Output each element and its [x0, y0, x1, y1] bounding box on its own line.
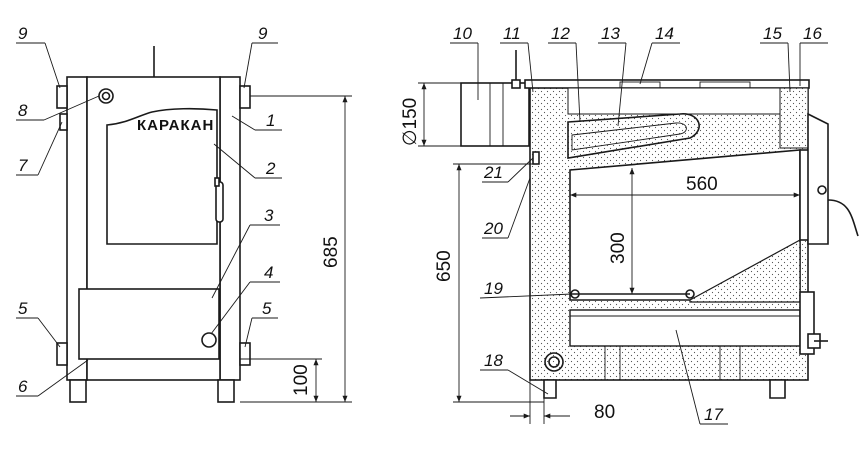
- right-leg-side: [769, 379, 786, 399]
- label-6: 6: [18, 377, 28, 396]
- label-5-right: 5: [262, 299, 272, 318]
- label-9-right: 9: [258, 24, 268, 43]
- label-11: 11: [503, 24, 521, 43]
- brand-logo: КАРАКАН: [137, 117, 214, 134]
- air-damper-icon: [201, 332, 217, 348]
- top-cover: [524, 79, 810, 89]
- upper-door-panel: [807, 112, 829, 245]
- dimension-80-text: 80: [594, 402, 615, 423]
- label-17: 17: [704, 405, 723, 424]
- label-7: 7: [18, 156, 28, 175]
- label-8: 8: [18, 101, 28, 120]
- label-18: 18: [484, 351, 503, 370]
- label-13: 13: [601, 24, 620, 43]
- left-bottom-nozzle: [56, 342, 68, 366]
- left-small-nozzle: [59, 113, 68, 131]
- front-view: КАРАКАН 9 8 7 9 1 2: [16, 24, 352, 403]
- label-2: 2: [265, 159, 276, 178]
- ash-pan: [569, 309, 801, 347]
- side-leaders: [450, 42, 828, 425]
- return-nozzle-icon: [544, 352, 564, 372]
- right-leg: [217, 379, 235, 403]
- left-leg: [69, 379, 87, 403]
- label-16: 16: [803, 24, 822, 43]
- label-21: 21: [483, 163, 503, 182]
- dimension-650: [453, 163, 544, 403]
- front-leaders: [16, 42, 282, 397]
- right-bottom-nozzle: [239, 342, 251, 366]
- dimension-300-text: 300: [608, 232, 629, 264]
- label-19: 19: [484, 279, 503, 298]
- dimension-560-text: 560: [686, 174, 718, 195]
- label-1: 1: [266, 111, 275, 130]
- label-20: 20: [483, 219, 503, 238]
- side-section-view: ∅150: [400, 24, 859, 425]
- lower-door: [78, 288, 220, 360]
- left-leg-side: [543, 379, 557, 399]
- right-side-rail: [219, 76, 241, 381]
- label-10: 10: [453, 24, 472, 43]
- label-15: 15: [763, 24, 782, 43]
- dimension-685-text: 685: [321, 236, 342, 268]
- right-top-nozzle: [239, 85, 251, 109]
- dimension-685: [240, 95, 352, 403]
- door-handle-side: [827, 199, 859, 237]
- dimension-80: [510, 380, 570, 424]
- dimension-100: [240, 358, 322, 402]
- dimension-650-text: 650: [434, 250, 455, 282]
- upper-door: [106, 107, 218, 245]
- dimension-150-text: ∅150: [400, 98, 421, 146]
- left-top-nozzle: [56, 85, 68, 109]
- label-9-left: 9: [18, 24, 28, 43]
- label-5-left: 5: [18, 299, 28, 318]
- upper-door-handle: [215, 181, 224, 223]
- label-12: 12: [551, 24, 570, 43]
- label-14: 14: [655, 24, 674, 43]
- dimension-150: [418, 82, 461, 147]
- label-4: 4: [264, 263, 273, 282]
- dimension-100-text: 100: [291, 364, 312, 396]
- label-3: 3: [264, 206, 274, 225]
- heat-exchanger: [567, 113, 700, 159]
- flue-pipe: [460, 82, 530, 147]
